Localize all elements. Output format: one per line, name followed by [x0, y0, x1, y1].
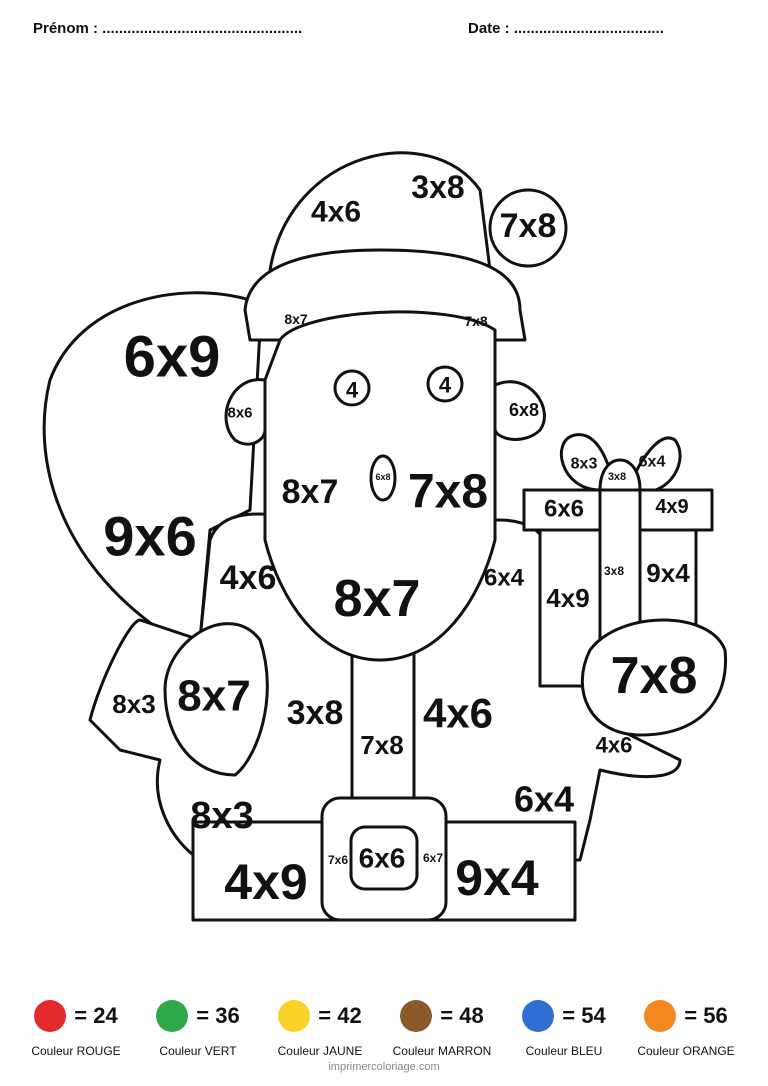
label-hat-band-right: 7x8 — [464, 313, 488, 329]
label-pompom: 7x8 — [500, 207, 557, 245]
legend-item-marron: = 48 Couleur MARRON — [378, 1000, 506, 1058]
label-arm-right: 4x6 — [596, 733, 633, 758]
legend-name: Couleur MARRON — [392, 1044, 492, 1058]
label-ear-left: 8x6 — [227, 405, 252, 422]
legend-value: = 36 — [196, 1003, 240, 1028]
label-buckle-right: 6x7 — [423, 851, 443, 865]
label-belt-right: 9x4 — [455, 850, 539, 906]
label-ear-right: 6x8 — [509, 400, 539, 420]
legend-value: = 42 — [318, 1003, 362, 1028]
brown-swatch-icon — [400, 1000, 433, 1032]
label-bow-knot: 3x8 — [608, 471, 626, 483]
label-bow-right: 6x4 — [639, 454, 666, 471]
label-nose: 6x8 — [375, 472, 390, 482]
label-eye-right: 4 — [439, 373, 452, 398]
date-label: Date : .................................… — [468, 20, 664, 37]
yellow-swatch-icon — [278, 1000, 311, 1032]
footer-site: imprimercoloriage.com — [328, 1061, 440, 1073]
label-beard: 8x7 — [334, 570, 421, 628]
legend-name: Couleur VERT — [159, 1044, 237, 1058]
legend-value: = 24 — [74, 1003, 118, 1028]
red-swatch-icon — [34, 1000, 67, 1032]
label-gift-lid-right: 4x9 — [655, 496, 688, 518]
label-buckle-center: 6x6 — [359, 843, 406, 874]
label-body-left: 4x6 — [220, 559, 277, 597]
coloring-drawing: 4x6 3x8 7x8 8x7 7x8 6x9 9x6 8x6 6x8 4 4 6x8 8x7 7x8 8x… — [42, 151, 728, 922]
label-mitten-left: 8x7 — [177, 672, 250, 721]
label-coat-strip: 7x8 — [360, 730, 403, 760]
legend-item-orange: = 56 Couleur ORANGE — [622, 1000, 750, 1058]
label-hat-top: 4x6 — [311, 196, 361, 229]
blue-swatch-icon — [522, 1000, 555, 1032]
legend-name: Couleur JAUNE — [277, 1044, 363, 1058]
label-arm-left-outer: 8x3 — [112, 689, 155, 719]
label-buckle-left: 7x6 — [328, 853, 348, 867]
label-coat-lower-left: 8x3 — [190, 795, 253, 837]
legend-value: = 48 — [440, 1003, 484, 1028]
prenom-label: Prénom : ...............................… — [33, 20, 303, 37]
label-mitten-right: 7x8 — [611, 647, 698, 705]
legend-item-jaune: = 42 Couleur JAUNE — [256, 1000, 384, 1058]
label-belt-left: 4x9 — [224, 854, 307, 910]
label-bow-left: 8x3 — [571, 456, 598, 473]
label-hat-top-right: 3x8 — [411, 169, 464, 205]
legend-name: Couleur BLEU — [525, 1044, 603, 1058]
label-sack-upper: 6x9 — [124, 325, 221, 390]
label-coat-left: 3x8 — [287, 694, 344, 732]
legend-name: Couleur ORANGE — [637, 1044, 735, 1058]
label-face-right: 7x8 — [408, 466, 488, 519]
label-gift-lid-left: 6x6 — [544, 496, 584, 523]
label-eye-left: 4 — [346, 378, 359, 403]
label-hat-band-left: 8x7 — [284, 311, 308, 327]
label-sack-lower: 9x6 — [103, 505, 196, 568]
label-gift-body-right: 9x4 — [646, 558, 690, 588]
legend-name: Couleur ROUGE — [31, 1044, 121, 1058]
label-coat-lower-right: 6x4 — [514, 779, 574, 820]
label-coat-right: 4x6 — [423, 690, 493, 737]
orange-swatch-icon — [644, 1000, 677, 1032]
legend-item-bleu: = 54 Couleur BLEU — [500, 1000, 628, 1058]
legend-value: = 56 — [684, 1003, 728, 1028]
label-gift-body-left: 4x9 — [546, 583, 589, 613]
legend-item-rouge: = 24 Couleur ROUGE — [12, 1000, 140, 1058]
green-swatch-icon — [156, 1000, 189, 1032]
label-body-right: 6x4 — [484, 565, 525, 592]
legend-value: = 54 — [562, 1003, 606, 1028]
label-gift-ribbon: 3x8 — [604, 564, 624, 578]
label-face-left: 8x7 — [282, 473, 339, 511]
legend-item-vert: = 36 Couleur VERT — [134, 1000, 262, 1058]
